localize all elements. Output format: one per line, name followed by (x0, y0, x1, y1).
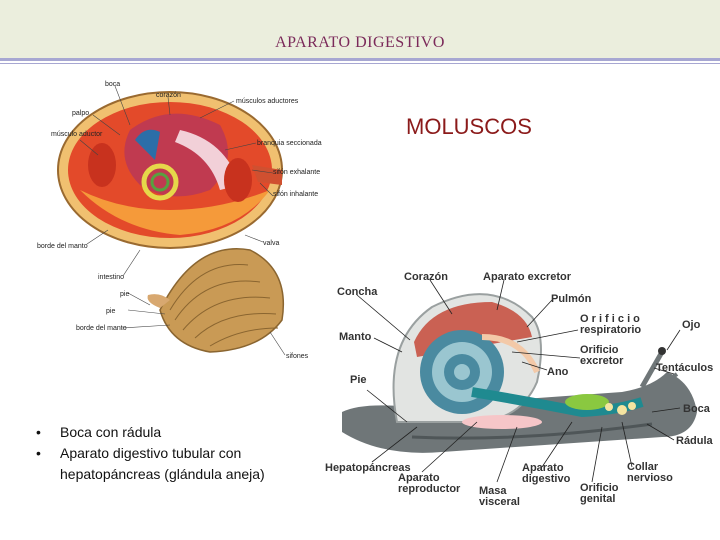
clam-label-sifones: sifones (286, 353, 309, 360)
snail-label-orificio-excretor-2: excretor (580, 355, 624, 367)
snail-label-aparato-excretor: Aparato excretor (483, 271, 572, 283)
snail-leader-lines (356, 279, 681, 483)
bullet-item: Aparato digestivo tubular con hepatopánc… (36, 443, 340, 485)
clam-open-body (57, 91, 283, 249)
snail-label-ojo: Ojo (682, 319, 701, 331)
clam-label-pie-2: pie (106, 308, 115, 315)
snail-label-concha: Concha (337, 286, 378, 298)
snail-label-manto: Manto (339, 331, 372, 343)
header-rule-thick (0, 58, 720, 61)
bullet-list: Boca con rádula Aparato digestivo tubula… (36, 422, 340, 485)
snail-label-orificio-genital-2: genital (580, 493, 615, 505)
clam-anatomy-diagram: boca corazón músculos aductores palpo mú… (37, 81, 322, 360)
snail-label-hepatopancreas: Hepatopáncreas (325, 462, 411, 474)
snail-label-ano: Ano (547, 366, 569, 378)
clam-label-valva: valva (263, 240, 279, 247)
snail-body (342, 293, 697, 453)
snail-label-aparato-reproductor-2: reproductor (398, 483, 461, 495)
snail-label-collar-nervioso: Collar (627, 461, 659, 473)
clam-closed-shell (147, 248, 285, 353)
clam-label-pie: pie (120, 291, 129, 298)
snail-label-collar-nervioso-2: nervioso (627, 472, 673, 484)
clam-label-corazon: corazón (156, 92, 181, 99)
clam-label-musculo-aductor: músculo aductor (51, 131, 103, 138)
section-title: MOLUSCOS (406, 114, 532, 139)
snail-label-aparato-digestivo: Aparato (522, 462, 564, 474)
snail-label-boca: Boca (683, 403, 711, 415)
clam-label-intestino: intestino (98, 274, 124, 281)
snail-label-orificio-genital: Orificio (580, 482, 619, 494)
snail-label-corazon: Corazón (404, 271, 448, 283)
slide-header: APARATO DIGESTIVO (0, 0, 720, 58)
clam-label-palpo: palpo (72, 110, 89, 117)
clam-label-borde-manto: borde del manto (37, 243, 88, 250)
snail-anatomy-diagram: Corazón Aparato excretor Concha Pulmón O… (325, 271, 714, 508)
snail-label-orificio-respiratorio-2: respiratorio (580, 324, 641, 336)
bullet-item: Boca con rádula (36, 422, 340, 443)
clam-label-boca: boca (105, 81, 120, 88)
clam-label-branquia: branquia seccionada (257, 140, 322, 147)
clam-label-musculos-aductores: músculos aductores (236, 98, 299, 105)
snail-label-pie: Pie (350, 374, 367, 386)
clam-label-borde-manto-2: borde del manto (76, 325, 127, 332)
clam-label-sifon-exhalante: sifón exhalante (273, 169, 320, 176)
header-rule-thin (0, 63, 720, 64)
snail-label-orificio-excretor: Orificio (580, 344, 619, 356)
snail-label-radula: Rádula (676, 435, 714, 447)
clam-leader-lines (79, 85, 286, 356)
snail-label-tentaculos: Tentáculos (656, 362, 713, 374)
snail-label-masa-visceral-2: visceral (479, 496, 520, 508)
snail-label-aparato-digestivo-2: digestivo (522, 473, 571, 485)
snail-label-orificio-respiratorio: O r i f i c i o (580, 313, 640, 325)
snail-label-aparato-reproductor: Aparato (398, 472, 440, 484)
clam-label-sifon-inhalante: sifón inhalante (273, 191, 318, 198)
snail-label-masa-visceral: Masa (479, 485, 507, 497)
slide-title: APARATO DIGESTIVO (275, 34, 445, 51)
snail-label-pulmon: Pulmón (551, 293, 592, 305)
